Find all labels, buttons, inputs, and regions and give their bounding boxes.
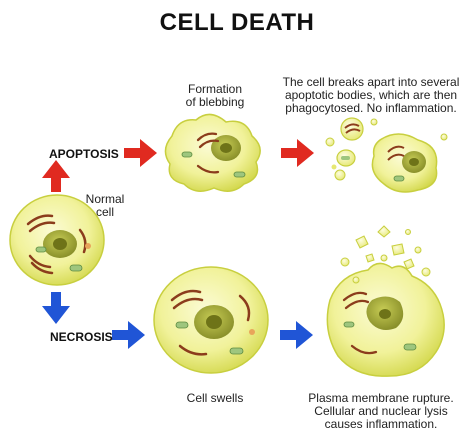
necrosis-down-arrow — [42, 292, 70, 324]
apoptotic-bodies — [325, 117, 448, 193]
necrosis-arrow-1 — [112, 321, 145, 349]
apoptotic-bodies-label: The cell breaks apart into several apopt… — [282, 75, 460, 115]
blebbing-label: Formation of blebbing — [185, 82, 245, 109]
apoptosis-label: APOPTOSIS — [49, 147, 119, 161]
apoptosis-up-arrow — [42, 160, 70, 192]
necrosis-label: NECROSIS — [50, 330, 113, 344]
normal-cell-label: Normal cell — [85, 192, 125, 219]
golgi-apparatus — [170, 289, 251, 356]
blebbing-cell — [164, 113, 261, 192]
ruptured-cell — [326, 225, 445, 377]
necrosis-arrow-2 — [280, 321, 313, 349]
cell-debris — [340, 225, 431, 284]
golgi-apparatus — [26, 214, 87, 275]
apoptosis-arrow-2 — [281, 139, 314, 167]
rupture-label: Plasma membrane rupture. Cellular and nu… — [308, 391, 454, 431]
cell-swells-label: Cell swells — [186, 391, 244, 405]
page-title: CELL DEATH — [159, 9, 315, 36]
swollen-cell — [153, 266, 269, 374]
golgi-apparatus — [196, 132, 220, 174]
apoptosis-arrow-1 — [124, 139, 157, 167]
normal-cell — [9, 194, 105, 286]
